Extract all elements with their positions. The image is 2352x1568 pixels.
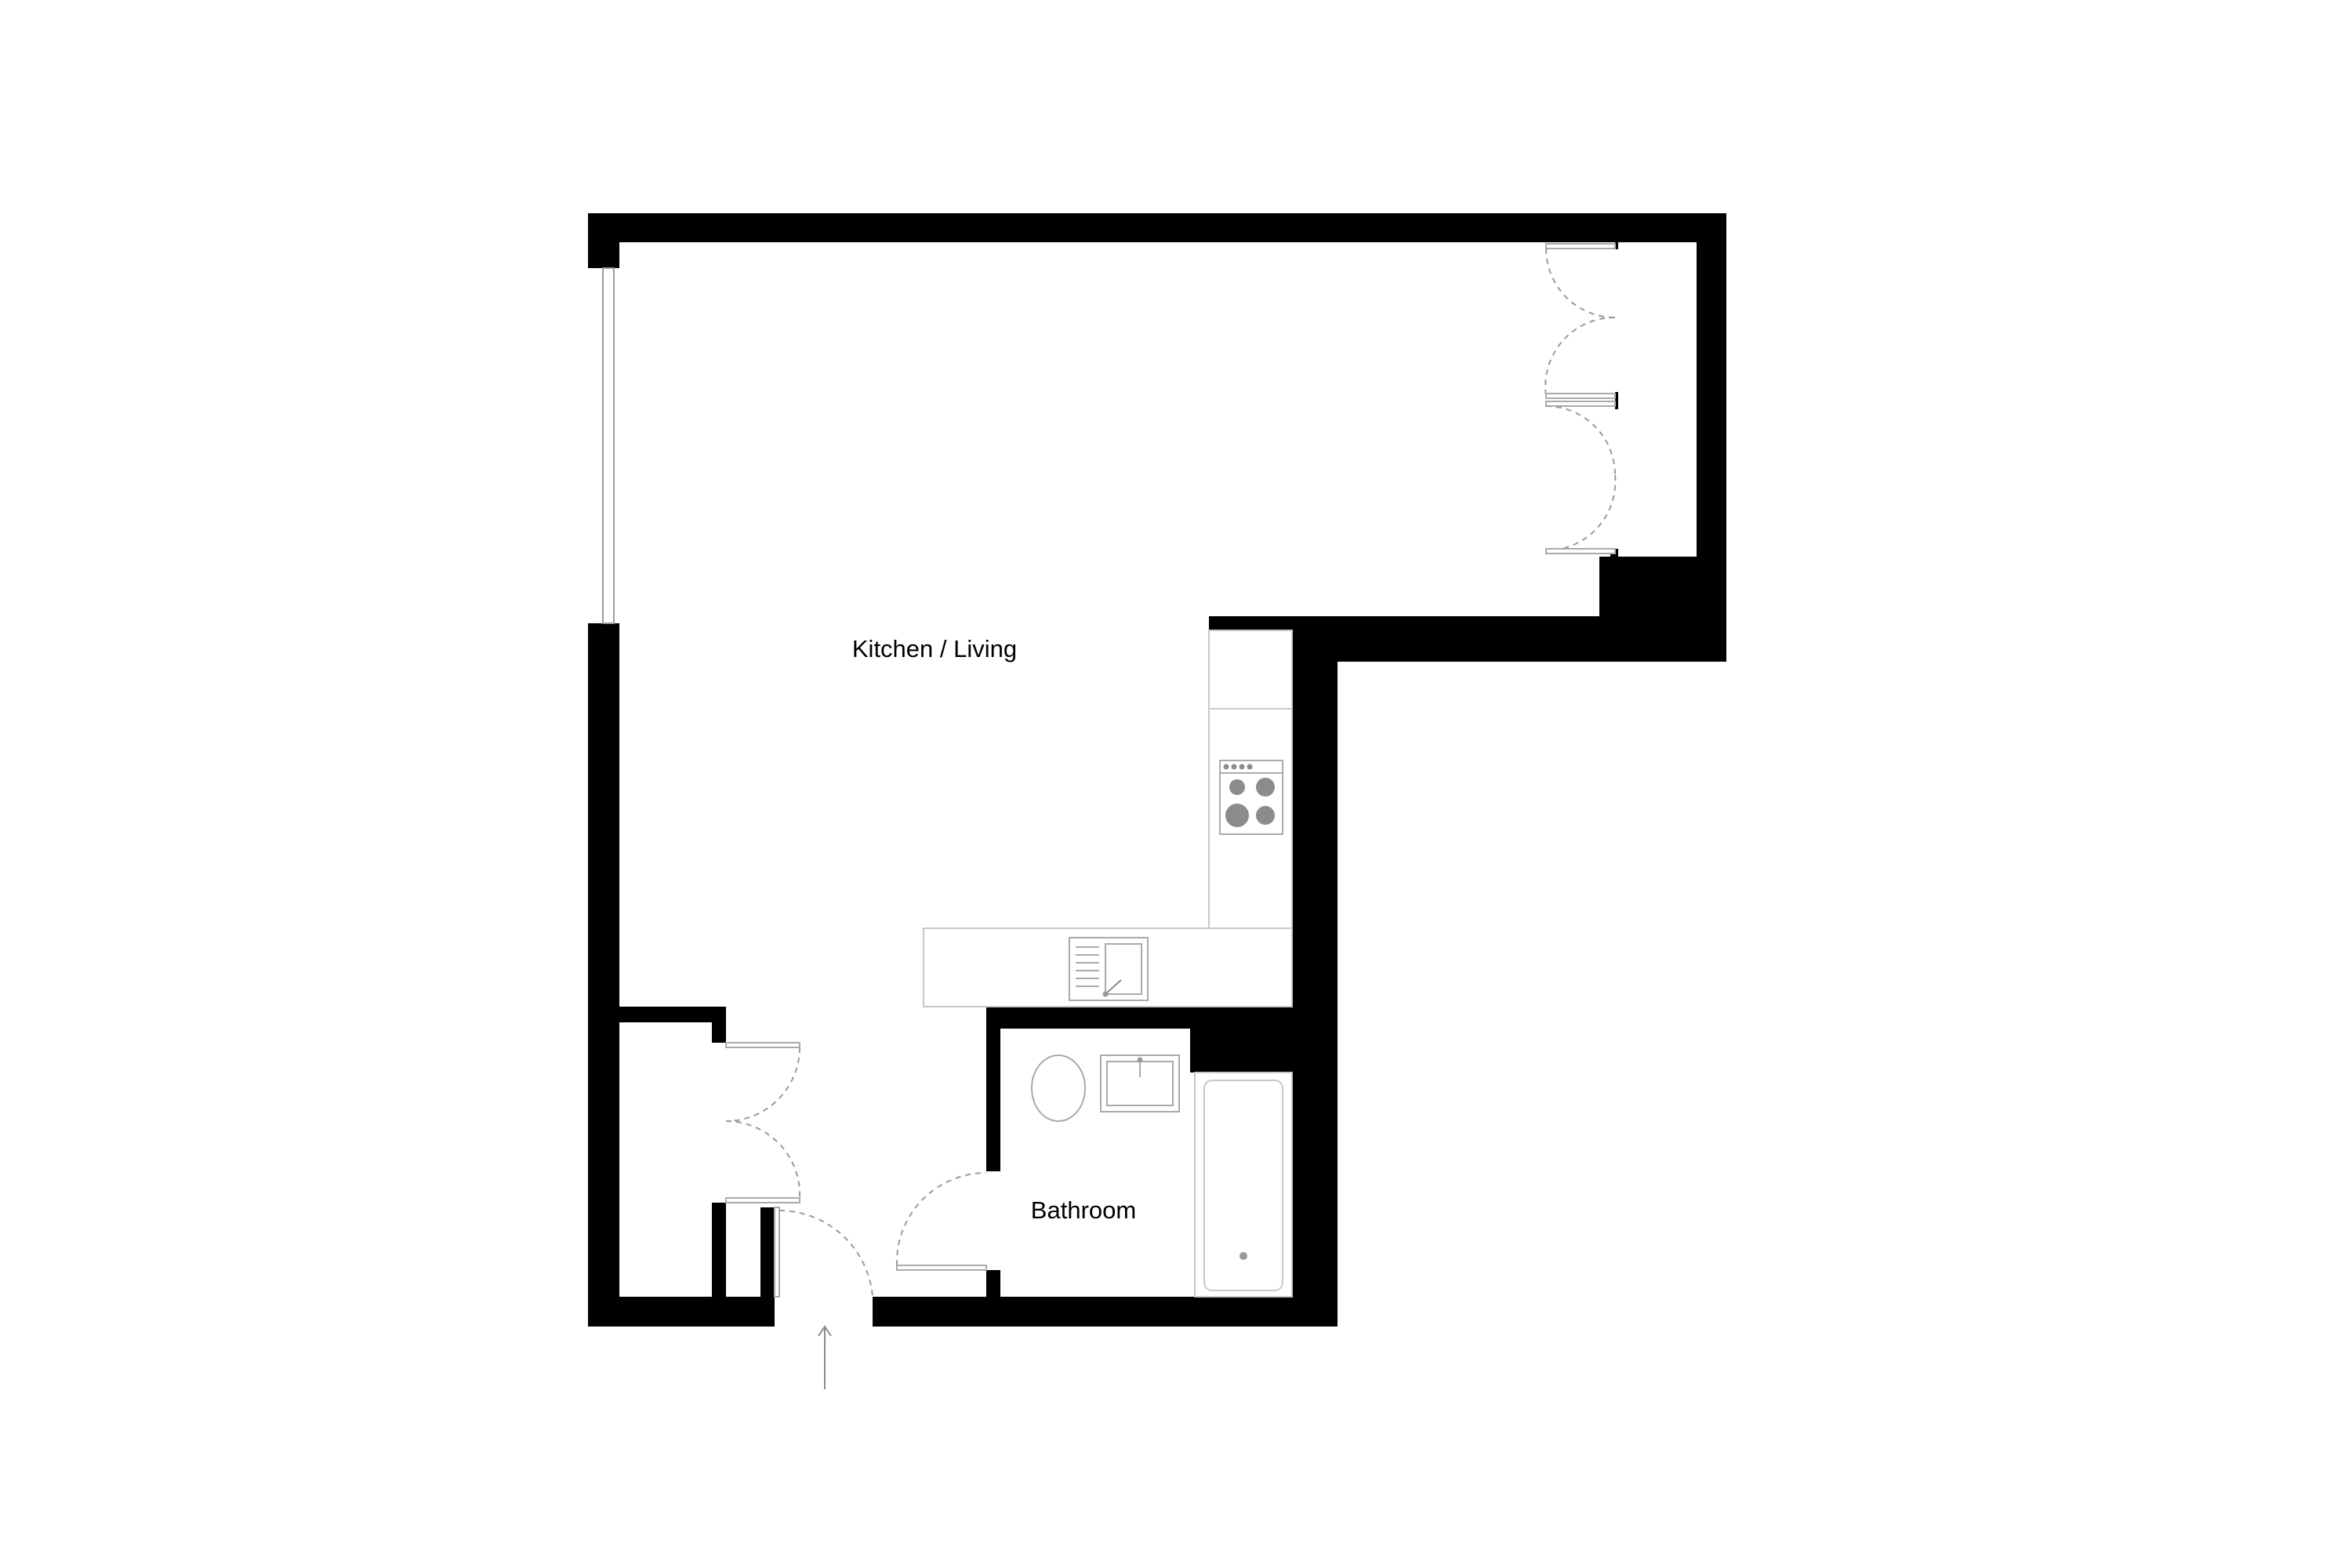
sink-tap — [1105, 979, 1122, 995]
wall-top — [588, 213, 1726, 242]
balcony-doors — [1544, 240, 1618, 560]
entrance-arrow-icon — [818, 1325, 832, 1389]
bath-inner — [1203, 1080, 1283, 1291]
cupboard-swing-top — [725, 1047, 800, 1122]
entrance-door — [774, 1207, 873, 1389]
entrance-door-leaf — [774, 1207, 780, 1298]
wall-cupboard-jamb-top — [712, 1007, 726, 1043]
entrance-arrow-head — [818, 1325, 832, 1337]
wall-bathroom-left — [986, 1007, 1000, 1171]
window-left — [602, 267, 615, 624]
door-swing-1 — [1545, 248, 1616, 318]
toilet-bowl — [1031, 1054, 1086, 1122]
cupboard-leaf-top — [725, 1042, 800, 1048]
hob-ring — [1256, 778, 1275, 797]
wall-bath-niche — [1190, 1007, 1338, 1073]
wall-cupboard-jamb-bottom — [712, 1203, 726, 1312]
hob-knob — [1223, 764, 1229, 770]
bathroom-door — [895, 1172, 987, 1271]
hob-ring — [1229, 779, 1245, 795]
entrance-door-swing — [779, 1210, 873, 1298]
door-stop-mid — [1615, 392, 1618, 409]
wall-left — [588, 623, 619, 1327]
toilet-icon — [1031, 1054, 1086, 1122]
sink-bowl — [1105, 943, 1142, 995]
wall-bottom-right — [873, 1297, 1338, 1327]
kitchen-units — [923, 630, 1293, 1007]
bath-drain — [1240, 1252, 1247, 1260]
cupboard-leaf-bottom — [725, 1197, 800, 1203]
hob-ring — [1256, 806, 1275, 825]
door-leaf-1 — [1545, 243, 1616, 249]
door-stop-top — [1615, 240, 1618, 249]
door-leaf-2 — [1545, 393, 1616, 399]
sink-drain — [1102, 991, 1109, 997]
wall-bottom-left — [588, 1297, 775, 1327]
hob-knob — [1231, 764, 1237, 770]
door-swing-4 — [1545, 474, 1617, 552]
bathroom-fixtures — [1031, 1054, 1293, 1298]
room-label-kitchen-living: Kitchen / Living — [852, 635, 1017, 662]
cupboard-doors — [725, 1042, 801, 1203]
wall-column — [1599, 557, 1726, 662]
door-swing-3 — [1545, 405, 1616, 476]
hob-knob — [1247, 764, 1253, 770]
door-swing-2 — [1544, 316, 1616, 397]
door-leaf-3 — [1545, 401, 1616, 407]
cupboard-swing-bottom — [725, 1120, 801, 1199]
kitchen-sink-icon — [1069, 937, 1149, 1001]
wall-entrance-jamb — [760, 1207, 775, 1309]
wall-corner-top-left — [588, 213, 619, 268]
bathroom-door-swing — [895, 1172, 987, 1266]
door-leaf-4 — [1545, 548, 1616, 554]
hob-knob — [1239, 764, 1245, 770]
walls — [588, 213, 1726, 1327]
wall-bathroom-left-lower — [986, 1270, 1000, 1309]
basin-drain — [1137, 1057, 1143, 1063]
window-glazing — [602, 267, 615, 624]
wall-cupboard-top — [588, 1007, 726, 1022]
basin-icon — [1100, 1054, 1180, 1112]
wall-step — [1209, 616, 1319, 630]
bathtub-icon — [1194, 1072, 1293, 1298]
bathroom-door-leaf — [896, 1265, 987, 1271]
hob-ring — [1225, 804, 1249, 827]
room-label-bathroom: Bathroom — [1031, 1196, 1136, 1224]
hob-icon — [1219, 760, 1283, 835]
wall-kitchen-right — [1292, 616, 1338, 1327]
